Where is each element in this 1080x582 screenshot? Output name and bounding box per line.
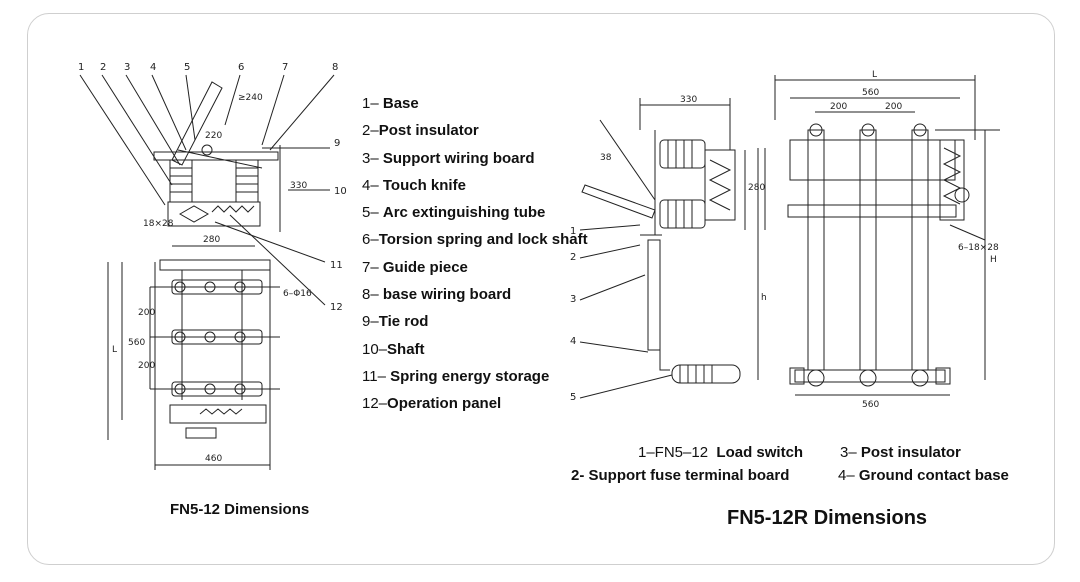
rdim-slot: 6–18×28 (958, 243, 999, 253)
rdim-200-a: 200 (830, 102, 847, 112)
leader-11: 11 (330, 260, 343, 271)
drawing-frame (27, 13, 1055, 565)
rdim-h: h (761, 293, 767, 303)
rleader-5: 5 (570, 392, 576, 403)
rdim-280: 280 (748, 183, 765, 193)
dim-460: 460 (205, 454, 222, 464)
legend-item: 8– base wiring board (362, 286, 512, 304)
rleader-3: 3 (570, 294, 576, 305)
right-front-view (757, 75, 1000, 396)
legend-item: 4– Touch knife (362, 176, 466, 194)
rdim-L: L (872, 70, 877, 80)
right-legend-item: 1–FN5–12 Load switch (638, 444, 804, 461)
dim-330: 330 (290, 181, 307, 191)
legend-item: 10–Shaft (362, 340, 425, 358)
leader-4: 4 (150, 62, 156, 73)
rdim-200-b: 200 (885, 102, 902, 112)
rleader-4: 4 (570, 336, 576, 347)
dim-L-left: L (112, 345, 117, 355)
front-view-poles (807, 123, 929, 387)
leader-3: 3 (124, 62, 130, 73)
rdim-H: H (990, 255, 997, 265)
leader-1: 1 (78, 62, 84, 73)
rdim-560-top: 560 (862, 88, 879, 98)
plan-view-rows (150, 270, 280, 400)
dim-200-a: 200 (138, 308, 155, 318)
leader-12: 12 (330, 302, 343, 313)
legend-item: 2–Post insulator (362, 122, 479, 140)
rdim-560-bottom: 560 (862, 400, 879, 410)
leader-7: 7 (282, 62, 288, 73)
dim-280: 280 (203, 235, 220, 245)
leader-2: 2 (100, 62, 106, 73)
leader-8: 8 (332, 62, 338, 73)
leader-6: 6 (238, 62, 244, 73)
right-legend-item: 3– Post insulator (840, 444, 961, 461)
legend-item: 11– Spring energy storage (362, 367, 550, 385)
rdim-angle: 38 (600, 153, 612, 163)
dim-angle: ≥240 (238, 93, 263, 103)
dim-200-b: 200 (138, 361, 155, 371)
leader-9: 9 (334, 138, 340, 149)
component-legend: 1– Base 2–Post insulator 3– Support wiri… (362, 90, 588, 418)
leader-5: 5 (184, 62, 190, 73)
legend-item: 6–Torsion spring and lock shaft (362, 231, 588, 249)
right-legend-item: 4– Ground contact base (838, 467, 1009, 484)
legend-item: 7– Guide piece (362, 258, 468, 276)
dim-slot: 6–Φ16 (283, 289, 312, 299)
left-dimensions: ≥240 220 330 18×28 280 200 560 200 L 6–Φ… (112, 93, 312, 464)
rdim-330: 330 (680, 95, 697, 105)
dim-top-220: 220 (205, 131, 222, 141)
legend-item: 5– Arc extinguishing tube (362, 204, 546, 222)
left-leader-numbers: 1 2 3 4 5 6 7 8 9 10 11 12 (78, 62, 347, 313)
legend-item: 9–Tie rod (362, 313, 429, 331)
right-side-view (579, 98, 746, 399)
caption-fn5-12r: FN5-12R Dimensions (727, 507, 928, 529)
left-side-view (79, 74, 335, 470)
caption-fn5-12: FN5-12 Dimensions (170, 501, 310, 518)
legend-item: 1– Base (362, 95, 419, 112)
legend-item: 3– Support wiring board (362, 149, 535, 167)
rleader-1: 1 (570, 226, 576, 237)
legend-item: 12–Operation panel (362, 395, 502, 413)
leader-10: 10 (334, 186, 347, 197)
dim-hole: 18×28 (143, 219, 174, 229)
right-legend-item: 2- Support fuse terminal board (571, 467, 790, 484)
right-leader-numbers: 1 2 3 4 5 (570, 226, 576, 403)
dim-560: 560 (128, 338, 145, 348)
rleader-2: 2 (570, 252, 576, 263)
right-dimensions: 330 38 280 L 560 200 200 6–18×28 H h 560 (600, 70, 999, 410)
